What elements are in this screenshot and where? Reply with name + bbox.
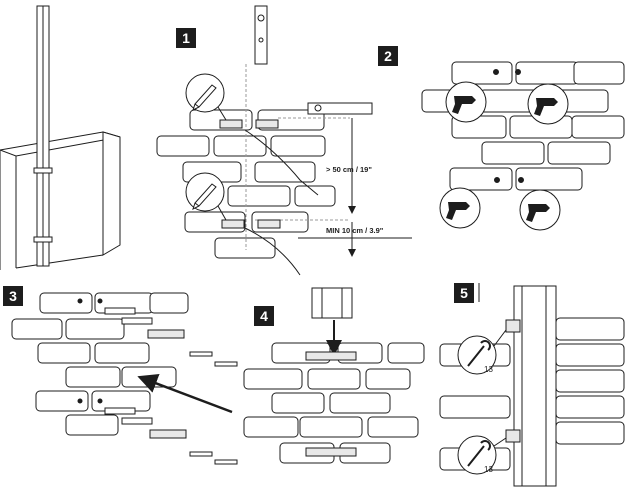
horizontal-level [307, 102, 373, 115]
vertical-level [254, 5, 268, 65]
anchor-set [104, 307, 238, 465]
post-end [311, 287, 353, 319]
wall-front [102, 131, 121, 256]
wrench-size-upper: 13 [484, 365, 493, 374]
step3-panel [11, 292, 238, 465]
step4-bricks [243, 342, 425, 464]
overview-panel [0, 5, 121, 270]
post-bracket-upper [33, 167, 53, 174]
step5-panel: 13 13 [439, 283, 625, 487]
step2-panel [421, 61, 625, 231]
min-spacing-label: > 50 cm / 19" [326, 165, 372, 174]
step1-panel [156, 5, 412, 276]
mounted-post [513, 285, 557, 487]
step-1-badge: 1 [176, 28, 196, 48]
wrench-size-lower: 13 [484, 465, 493, 474]
post-bracket-lower [33, 236, 53, 243]
step-4-badge: 4 [254, 306, 274, 326]
wall-top [0, 131, 121, 157]
step3-bricks [11, 292, 189, 436]
step-5-badge: 5 [454, 283, 474, 303]
step2-bricks [421, 61, 625, 191]
min-ground-label: MIN 10 cm / 3.9" [326, 226, 384, 235]
step-3-badge: 3 [3, 286, 23, 306]
step4-panel [243, 287, 425, 464]
insert-arrow [137, 373, 233, 414]
step-2-badge: 2 [378, 46, 398, 66]
